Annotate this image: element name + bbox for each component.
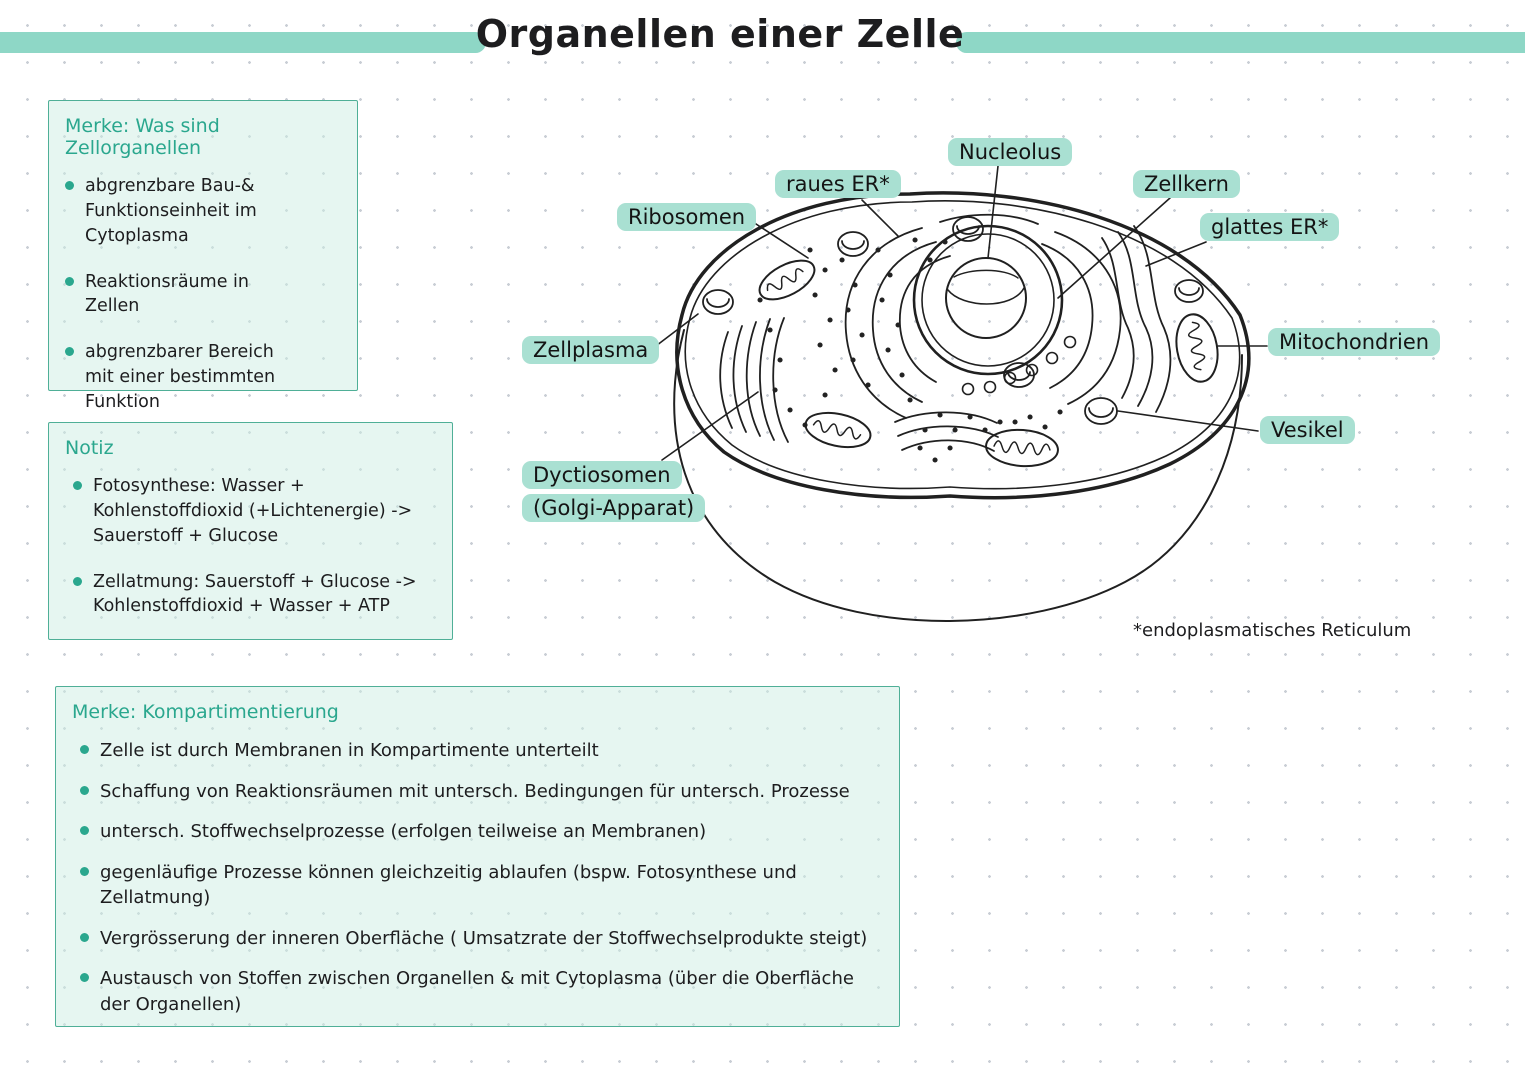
list-item: untersch. Stoffwechselprozesse (erfolgen… (80, 819, 883, 845)
bullet-dot (80, 785, 89, 795)
box-merke-zellorganellen: Merke: Was sind Zellorganellen abgrenzba… (48, 100, 358, 412)
golgi-apparatus (719, 317, 999, 452)
rough-er (844, 213, 1122, 419)
bullet-dot (80, 973, 89, 983)
label-dyctiosomen: Dyctiosomen (522, 461, 682, 489)
ribosome-dots (757, 237, 1063, 463)
bullet-dot (80, 745, 89, 754)
nucleolus-shape (945, 257, 1027, 339)
smooth-er (1101, 225, 1172, 413)
label-zellplasma: Zellplasma (522, 336, 660, 364)
label-ribosomen: Ribosomen (617, 203, 757, 231)
bullet-dot (65, 347, 74, 357)
box-heading: Merke: Was sind Zellorganellen (65, 115, 220, 159)
bullet-text: abgrenzbarer Bereich mit einer bestimmte… (85, 342, 276, 412)
list-item: abgrenzbarer Bereich mit einer bestimmte… (65, 340, 341, 415)
list-item: Austausch von Stoffen zwischen Organelle… (80, 966, 883, 1017)
er-footnote: *endoplasmatisches Reticulum (1133, 620, 1412, 641)
list-item: Zellatmung: Sauerstoff + Glucose -> Kohl… (73, 570, 436, 620)
bullet-text: untersch. Stoffwechselprozesse (erfolgen… (100, 821, 707, 843)
bullet-text: Zellatmung: Sauerstoff + Glucose -> Kohl… (93, 571, 417, 617)
list-item: gegenläufige Prozesse können gleichzeiti… (80, 860, 883, 911)
bullet-text: gegenläufige Prozesse können gleichzeiti… (100, 861, 797, 909)
list-item: Zelle ist durch Membranen in Kompartimen… (80, 738, 883, 764)
bullet-dot (73, 481, 82, 490)
label-mitochondrien: Mitochondrien (1268, 328, 1441, 356)
label-zellkern: Zellkern (1133, 170, 1240, 198)
box-heading: Merke: Kompartimentierung (72, 701, 339, 723)
label-connectors (647, 165, 1268, 461)
page-title: Organellen einer Zelle (475, 12, 965, 56)
box-notiz: Notiz Fotosynthese: Wasser + Kohlenstoff… (48, 422, 453, 640)
label-vesikel: Vesikel (1260, 416, 1355, 444)
list-item: Reaktionsräume in Zellen (65, 270, 341, 320)
bullet-text: Vergrösserung der inneren Oberfläche ( U… (100, 927, 868, 949)
bullet-text: Austausch von Stoffen zwischen Organelle… (100, 968, 854, 1015)
box-merke-kompartimentierung: Merke: Kompartimentierung Zelle ist durc… (55, 686, 900, 1027)
bullet-text: Fotosynthese: Wasser + Kohlenstoffdioxid… (93, 476, 413, 546)
bullet-dot (65, 276, 74, 286)
vesicles (702, 216, 1204, 425)
box-heading: Notiz (65, 437, 114, 459)
bullet-text: Zelle ist durch Membranen in Kompartimen… (100, 740, 599, 761)
label-golgi-apparat: (Golgi-Apparat) (522, 494, 706, 522)
list-item: Vergrösserung der inneren Oberfläche ( U… (80, 926, 883, 952)
bullet-dot (73, 576, 82, 586)
bullet-dot (65, 181, 74, 190)
list-item: Schaffung von Reaktionsräumen mit unters… (80, 779, 883, 805)
label-raues-er: raues ER* (775, 170, 901, 198)
bullet-dot (80, 866, 89, 876)
list-item: abgrenzbare Bau-& Funktionseinheit im Cy… (65, 174, 341, 249)
label-glattes-er: glattes ER* (1200, 213, 1340, 241)
bullet-text: Schaffung von Reaktionsräumen mit unters… (100, 780, 850, 802)
nucleus (912, 224, 1064, 376)
title-highlight-bar-left (0, 32, 486, 53)
bullet-text: abgrenzbare Bau-& Funktionseinheit im Cy… (85, 176, 257, 246)
bullet-dot (80, 826, 89, 836)
bullet-text: Reaktionsräume in Zellen (85, 271, 249, 317)
bullet-dot (80, 932, 89, 942)
title-highlight-bar-right (956, 32, 1525, 53)
label-nucleolus: Nucleolus (948, 138, 1073, 166)
nuclear-pores (961, 335, 1077, 396)
cell-body-outline (673, 329, 1243, 622)
list-item: Fotosynthese: Wasser + Kohlenstoffdioxid… (73, 474, 436, 549)
